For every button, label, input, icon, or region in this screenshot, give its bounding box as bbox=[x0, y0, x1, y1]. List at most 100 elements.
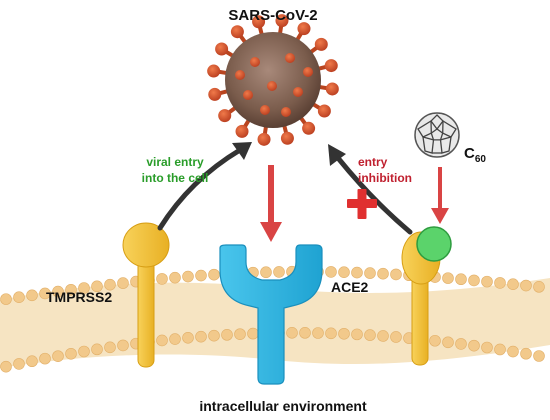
plus-cross-icon bbox=[347, 189, 377, 219]
lipid-head bbox=[273, 266, 285, 278]
lipid-head bbox=[377, 330, 389, 342]
lipid-head bbox=[312, 327, 324, 339]
lipid-head bbox=[442, 272, 454, 284]
virus-spike-head bbox=[208, 87, 222, 101]
lipid-head bbox=[169, 271, 181, 284]
lipid-head bbox=[364, 267, 376, 279]
lipid-head bbox=[208, 329, 220, 342]
coronavirus-icon bbox=[207, 14, 339, 146]
lipid-head bbox=[351, 266, 363, 279]
lipid-head bbox=[39, 352, 51, 365]
lipid-head bbox=[156, 334, 168, 347]
virus-spike-head bbox=[230, 25, 244, 39]
virus-spike-head bbox=[252, 15, 266, 29]
lipid-head bbox=[520, 347, 532, 360]
lipid-head bbox=[364, 329, 376, 341]
lipid-head bbox=[0, 360, 12, 373]
lipid-head bbox=[65, 283, 77, 296]
virus-spike-head bbox=[215, 42, 229, 56]
fullerene-label: C60 bbox=[464, 145, 486, 165]
virus-spike-head bbox=[324, 59, 338, 73]
fullerene-subscript: 60 bbox=[475, 154, 487, 165]
lipid-head bbox=[52, 350, 64, 362]
lipid-head bbox=[260, 266, 272, 279]
lipid-head bbox=[65, 347, 77, 360]
virus-surface-spike bbox=[285, 53, 295, 63]
virus-surface-spike bbox=[281, 107, 291, 117]
lipid-head bbox=[507, 345, 519, 358]
lipid-head bbox=[507, 278, 519, 290]
ace2-receptor bbox=[219, 244, 323, 385]
arrow-viral-entry bbox=[157, 142, 252, 231]
intracellular-label: intracellular environment bbox=[199, 398, 367, 414]
lipid-head bbox=[247, 327, 259, 340]
tmprss2-label: TMPRSS2 bbox=[46, 289, 112, 305]
lipid-head bbox=[182, 331, 194, 344]
lipid-head bbox=[78, 282, 90, 294]
lipid-head bbox=[13, 358, 25, 370]
entry-inhibition-label-line2: inhibition bbox=[358, 171, 412, 185]
lipid-head bbox=[533, 281, 545, 293]
arrow-fullerene-to-receptor bbox=[431, 167, 449, 224]
virus-spike-head bbox=[257, 132, 271, 146]
virus-surface-spike bbox=[250, 57, 260, 67]
lipid-head bbox=[468, 339, 480, 352]
virus-surface-spike bbox=[303, 67, 313, 77]
lipid-head bbox=[494, 277, 506, 289]
lipid-head bbox=[104, 341, 116, 354]
tmprss2-receptor bbox=[122, 222, 170, 368]
virus-spike-head bbox=[297, 22, 311, 36]
lipid-head bbox=[39, 287, 51, 300]
viral-entry-label-line1: viral entry bbox=[146, 155, 204, 169]
virus-surface-spike bbox=[260, 105, 270, 115]
lipid-head bbox=[117, 277, 129, 289]
ace2-label: ACE2 bbox=[331, 279, 369, 295]
lipid-head bbox=[325, 327, 337, 340]
lipid-head bbox=[26, 355, 38, 368]
lipid-head bbox=[481, 275, 493, 288]
virus-spike-head bbox=[207, 64, 221, 78]
virus-spike-head bbox=[302, 121, 316, 135]
arrow-entry-inhibition bbox=[328, 144, 413, 235]
lipid-head bbox=[455, 273, 467, 286]
lipid-head bbox=[104, 278, 116, 291]
lipid-head bbox=[442, 336, 454, 349]
lipid-head bbox=[208, 268, 220, 281]
lipid-head bbox=[234, 328, 246, 340]
lipid-head bbox=[286, 327, 298, 339]
virus-surface-spike bbox=[235, 70, 245, 80]
lipid-head bbox=[494, 343, 506, 356]
virus-spike-head bbox=[218, 109, 232, 123]
lipid-head bbox=[13, 291, 25, 304]
lipid-head bbox=[520, 279, 532, 292]
virus-spike-head bbox=[235, 124, 249, 138]
virus-spike-head bbox=[280, 131, 294, 145]
lipid-head bbox=[26, 289, 38, 302]
lipid-head bbox=[221, 329, 233, 341]
lipid-head bbox=[455, 338, 467, 350]
lipid-head bbox=[338, 327, 350, 340]
lipid-head bbox=[338, 266, 350, 278]
lipid-head bbox=[195, 269, 207, 282]
virus-spike-head bbox=[325, 82, 339, 96]
viral-entry-label-line2: into the cell bbox=[142, 171, 209, 185]
virus-spike-head bbox=[314, 37, 328, 51]
lipid-head bbox=[117, 339, 129, 352]
lipid-head bbox=[325, 266, 337, 278]
lipid-head bbox=[195, 330, 207, 343]
virus-surface-spike bbox=[243, 90, 253, 100]
lipid-head bbox=[429, 334, 441, 347]
virus-surface-spike bbox=[267, 81, 277, 91]
entry-inhibition-label-line1: entry bbox=[358, 155, 388, 169]
bound-fullerene bbox=[416, 226, 452, 262]
lipid-head bbox=[351, 328, 363, 341]
lipid-head bbox=[182, 270, 194, 283]
virus-label: SARS-CoV-2 bbox=[228, 7, 317, 24]
lipid-head bbox=[299, 327, 311, 339]
arrow-virus-to-ace2 bbox=[260, 165, 282, 242]
lipid-head bbox=[91, 280, 103, 293]
lipid-head bbox=[390, 331, 402, 343]
lipid-head bbox=[377, 267, 389, 280]
lipid-head bbox=[468, 274, 480, 287]
virus-spike-head bbox=[275, 14, 289, 28]
